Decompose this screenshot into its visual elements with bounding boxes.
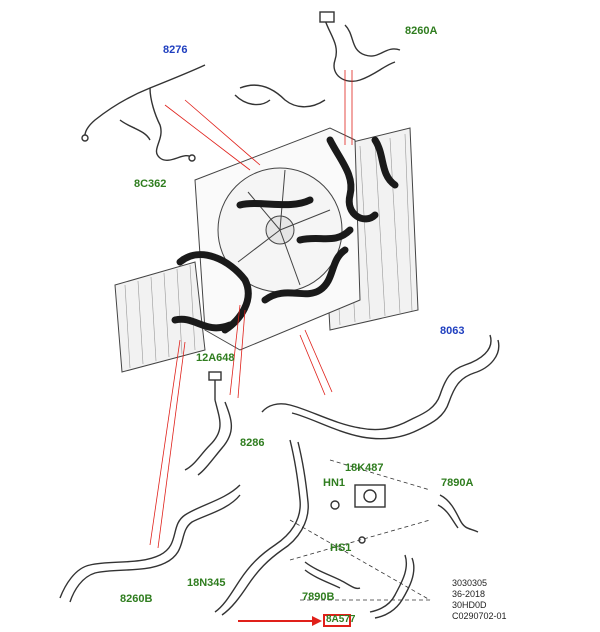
hose-8260a [234, 11, 401, 108]
reference-line-2: 36-2018 [452, 589, 486, 599]
callout-8260a: 8260A [405, 25, 438, 37]
callout-8063: 8063 [440, 325, 465, 337]
highlight-box-8a577 [323, 614, 351, 627]
reference-line-3: 30HD0D [452, 600, 487, 610]
callout-8c362: 8C362 [134, 178, 167, 190]
guide-lines [289, 459, 431, 601]
reference-line-1: 3030305 [452, 578, 488, 588]
callout-hn1: HN1 [323, 477, 346, 489]
radiator-assembly [114, 127, 419, 373]
callout-7890b: 7890B [302, 591, 335, 603]
callout-12a648: 12A648 [196, 352, 235, 364]
callout-7890a: 7890A [441, 477, 474, 489]
harness-8276 [81, 64, 206, 162]
callout-8260b: 8260B [120, 593, 153, 605]
callout-hs1: HS1 [330, 542, 352, 554]
lower-hoses [59, 334, 500, 619]
callout-18k487: 18K487 [345, 462, 384, 474]
reference-code-block: 3030305 36-2018 30HD0D C0290702-01 [452, 578, 507, 622]
callout-18n345: 18N345 [187, 577, 226, 589]
red-arrow [238, 616, 322, 626]
red-leader-lines [149, 70, 353, 549]
callout-8286: 8286 [240, 437, 265, 449]
reference-line-4: C0290702-01 [452, 611, 507, 621]
callout-8a577: 8A577 [326, 614, 356, 625]
callout-8276: 8276 [163, 44, 188, 56]
